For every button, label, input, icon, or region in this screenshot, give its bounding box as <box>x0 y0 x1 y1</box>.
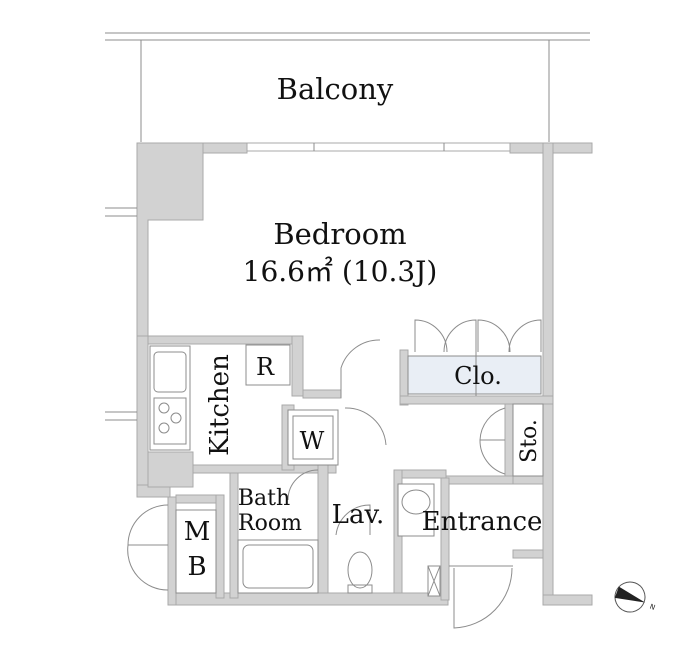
storage-box <box>512 403 544 477</box>
sink-icon <box>153 351 187 393</box>
closet-doors <box>414 319 542 353</box>
mb-box <box>175 509 217 594</box>
kitchen-label: Kitchen <box>205 354 235 456</box>
washer-label: W <box>300 427 325 455</box>
mb-label-line2: B <box>187 552 206 582</box>
storage-door <box>479 407 506 441</box>
svg-text:N: N <box>649 603 657 612</box>
window-lines <box>105 207 137 421</box>
walls <box>136 142 593 606</box>
lavatory-door <box>335 504 371 536</box>
mb-door <box>127 504 169 546</box>
mb-label-line1: M <box>184 517 211 547</box>
refrigerator-label: R <box>256 353 275 381</box>
refrigerator-box <box>245 344 291 386</box>
washbasin-icon <box>397 483 435 537</box>
bath-door <box>287 469 319 501</box>
closet-box <box>407 355 542 395</box>
bedroom-area-label: 16.6㎡ (10.3J) <box>243 255 438 288</box>
bath-label-line2: Room <box>238 511 302 536</box>
toilet-icon <box>347 551 373 594</box>
bedroom-door <box>340 339 381 398</box>
entrance-label: Entrance <box>422 507 543 537</box>
kitchen-fixtures <box>149 344 291 451</box>
bath-label-line1: Bath <box>238 486 290 511</box>
balcony-label: Balcony <box>277 72 394 106</box>
bathtub <box>237 539 319 594</box>
north-arrow-icon: N <box>614 581 657 613</box>
lavatory-label: Lav. <box>332 500 385 530</box>
storage-label: Sto. <box>517 419 542 463</box>
stove-icon <box>153 397 187 445</box>
washer-box <box>287 409 339 466</box>
entrance-door <box>427 565 513 629</box>
bedroom-label: Bedroom <box>273 217 406 251</box>
closet-label: Clo. <box>454 362 502 390</box>
